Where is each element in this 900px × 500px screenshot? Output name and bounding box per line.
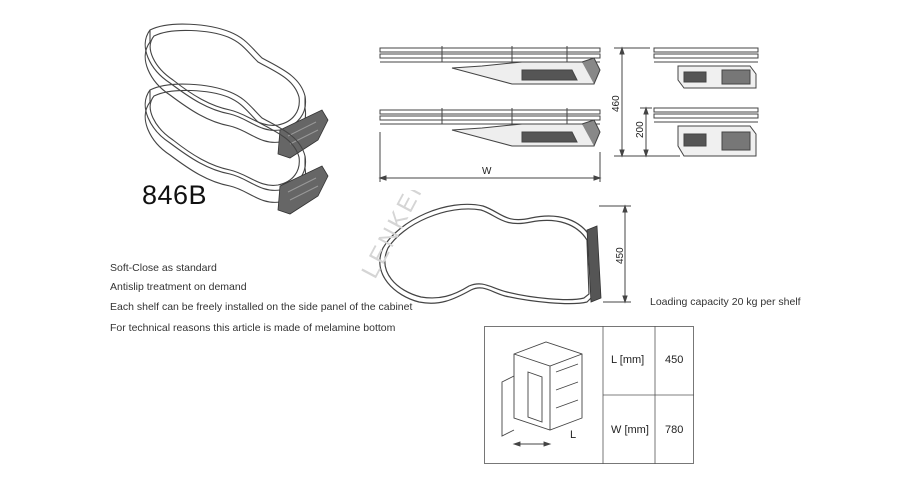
width-label: W — [482, 166, 492, 177]
spec-table: L L [mm] 450 W [mm] 780 — [484, 326, 694, 464]
upper-shelf-side — [653, 47, 759, 89]
feature-melamine-bottom: For technical reasons this article is ma… — [110, 322, 396, 334]
lower-shelf — [144, 83, 307, 203]
front-elevation-drawing: W — [378, 46, 602, 182]
plan-view-drawing: 450 LENKEI — [356, 190, 631, 305]
model-number: 846B — [142, 180, 208, 210]
depth-label: 450 — [615, 247, 626, 264]
product-isometric-drawing — [144, 23, 329, 215]
spacing-200-dimension-line — [640, 106, 652, 158]
height-460-dimension-line — [614, 46, 680, 158]
feature-side-panel-install: Each shelf can be freely installed on th… — [110, 301, 413, 313]
depth-dimension-line — [599, 204, 631, 304]
lower-shelf-front — [379, 108, 601, 147]
width-dimension-line — [378, 132, 602, 182]
cabinet-sketch-icon — [501, 341, 583, 447]
watermark: LENKEI — [356, 190, 428, 283]
upper-shelf — [144, 23, 307, 143]
spec-width-value: 780 — [665, 424, 684, 436]
spec-length-value: 450 — [665, 354, 684, 366]
upper-bracket — [277, 109, 329, 159]
side-elevation-drawing: 460 200 — [611, 46, 759, 158]
feature-soft-close: Soft-Close as standard — [110, 262, 217, 274]
height-total-label: 460 — [611, 95, 622, 112]
spec-length-label: L [mm] — [611, 354, 645, 366]
upper-shelf-front — [379, 46, 601, 85]
capacity-note: Loading capacity 20 kg per shelf — [650, 296, 801, 308]
lower-bracket — [277, 165, 329, 215]
cabinet-dimension-label: L — [570, 429, 576, 441]
plan-view-bracket — [586, 225, 602, 303]
lower-shelf-side — [653, 107, 759, 157]
feature-antislip: Antislip treatment on demand — [110, 281, 247, 293]
shelf-outline-top-view — [379, 203, 594, 305]
shelf-spacing-label: 200 — [635, 121, 646, 138]
spec-width-label: W [mm] — [611, 424, 649, 436]
